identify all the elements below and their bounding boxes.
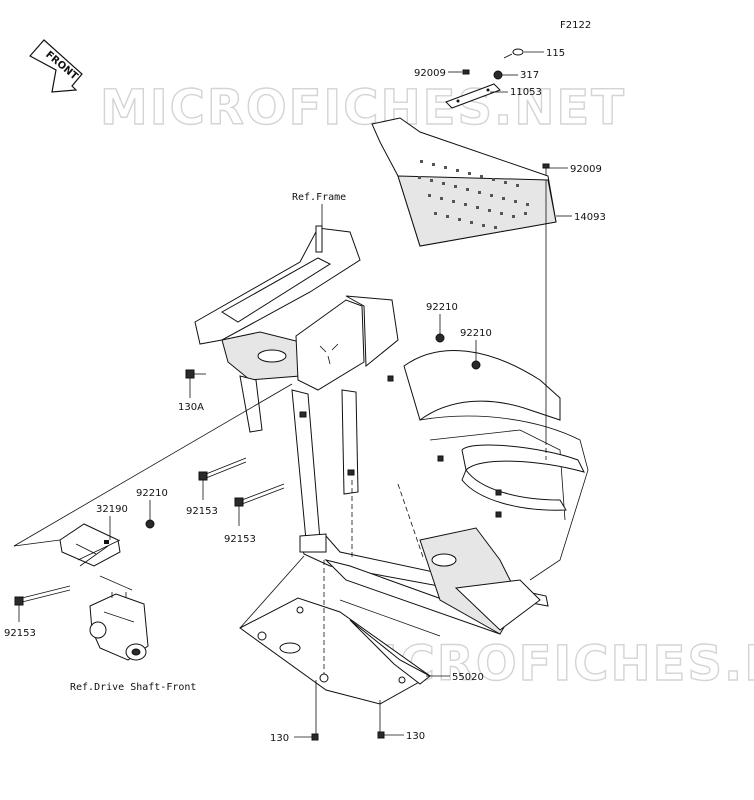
bracket-32190 bbox=[59, 523, 121, 567]
callout-130A: 130A bbox=[178, 402, 204, 413]
bolt-92009-right bbox=[542, 163, 550, 176]
nut-317 bbox=[493, 70, 503, 80]
dashed-reference-lines bbox=[323, 440, 547, 674]
bolt-130A bbox=[185, 369, 206, 379]
callout-92009-right: 92009 bbox=[570, 164, 602, 175]
bolt-115 bbox=[503, 48, 524, 59]
figure-code: F2122 bbox=[560, 20, 591, 31]
bracket-11053 bbox=[445, 83, 501, 109]
bolt-130-left bbox=[311, 733, 319, 741]
ref-frame-label: Ref.Frame bbox=[292, 192, 346, 203]
callout-32190: 32190 bbox=[96, 504, 128, 515]
callout-92153-c: 92153 bbox=[4, 628, 36, 639]
bolt-130-right bbox=[377, 731, 385, 739]
callout-92210-b: 92210 bbox=[460, 328, 492, 339]
bolt-92153-c bbox=[14, 585, 71, 606]
frame-assembly bbox=[194, 225, 589, 635]
callout-11053: 11053 bbox=[510, 87, 542, 98]
callout-115: 115 bbox=[546, 48, 565, 59]
front-arrow-icon: FRONT bbox=[29, 39, 83, 93]
watermark-top: MICROFICHES.NET bbox=[100, 80, 626, 136]
callout-130-left: 130 bbox=[270, 733, 289, 744]
callout-92210-a: 92210 bbox=[426, 302, 458, 313]
bolt-92009-top bbox=[462, 69, 470, 75]
callout-130-right: 130 bbox=[406, 731, 425, 742]
skid-plate-55020 bbox=[239, 597, 431, 705]
step-plate-14093 bbox=[371, 117, 557, 247]
callout-55020: 55020 bbox=[452, 672, 484, 683]
ref-drive-shaft-label: Ref.Drive Shaft-Front bbox=[70, 682, 196, 693]
callout-92153-a: 92153 bbox=[186, 506, 218, 517]
callout-92009-top: 92009 bbox=[414, 68, 446, 79]
callout-317: 317 bbox=[520, 70, 539, 81]
nut-92210-frame-b bbox=[471, 360, 481, 370]
nut-92210-frame-a bbox=[435, 333, 445, 343]
callout-92153-b: 92153 bbox=[224, 534, 256, 545]
callout-92210-c: 92210 bbox=[136, 488, 168, 499]
bolt-92153-b bbox=[234, 483, 285, 507]
nut-92210-bracket bbox=[145, 519, 155, 529]
front-differential bbox=[89, 592, 149, 661]
leader-lines bbox=[13, 51, 572, 738]
bolt-92153-a bbox=[198, 457, 247, 481]
callout-14093: 14093 bbox=[574, 212, 606, 223]
